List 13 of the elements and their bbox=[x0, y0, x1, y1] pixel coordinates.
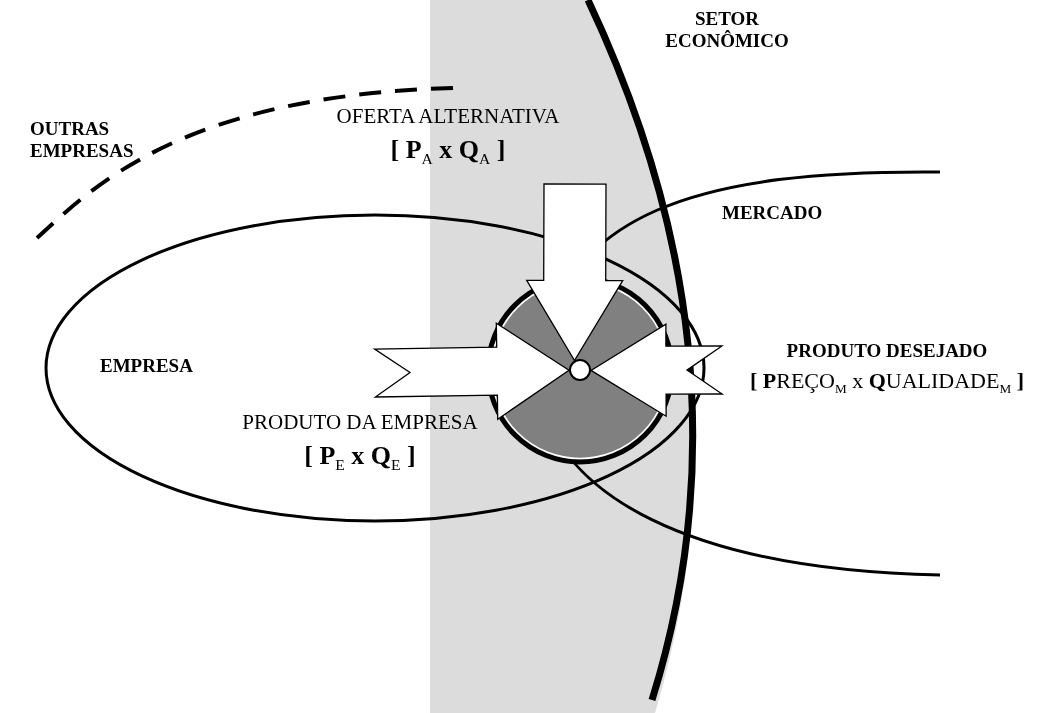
formula: [ P$_{A}$ x Q$_{A}$ ] bbox=[390, 135, 506, 164]
block-arrow bbox=[525, 183, 624, 362]
formula: [ P$_{E}$ x Q$_{E}$ ] bbox=[304, 441, 416, 470]
region-label: OUTRAS EMPRESAS bbox=[30, 118, 134, 161]
arrow-label: OFERTA ALTERNATIVA bbox=[336, 104, 560, 128]
formula: [ PREÇO$_{M}$ x QUALIDADE$_{M}$ ] bbox=[750, 368, 1024, 393]
region-label: SETOR ECONÔMICO bbox=[665, 8, 789, 51]
arrow-label: PRODUTO DA EMPRESA bbox=[242, 410, 478, 434]
region-label: EMPRESA bbox=[100, 355, 193, 376]
block-arrow bbox=[372, 322, 571, 421]
region-label: MERCADO bbox=[722, 202, 823, 223]
block-arrow bbox=[589, 323, 725, 418]
arrow-label: PRODUTO DESEJADO bbox=[786, 340, 988, 361]
